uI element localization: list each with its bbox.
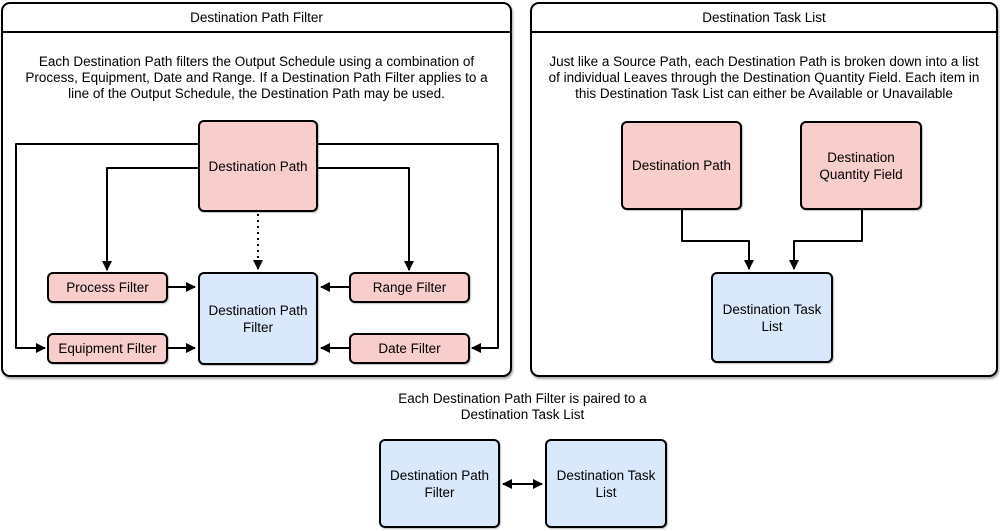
node-destination-path-filter: Destination Path Filter bbox=[198, 272, 318, 365]
node-date-filter: Date Filter bbox=[349, 333, 470, 364]
panel-description-destination-task-list: Just like a Source Path, each Destinatio… bbox=[548, 54, 980, 101]
node-equipment-filter: Equipment Filter bbox=[47, 333, 168, 364]
node-destination-quantity-field: Destination Quantity Field bbox=[800, 121, 922, 210]
node-range-filter: Range Filter bbox=[349, 272, 470, 303]
node-process-filter: Process Filter bbox=[47, 272, 168, 303]
node-destination-path-right: Destination Path bbox=[621, 121, 742, 210]
panel-title-destination-task-list: Destination Task List bbox=[532, 4, 996, 33]
node-destination-path: Destination Path bbox=[198, 120, 318, 212]
node-destination-task-list-footer: Destination Task List bbox=[545, 439, 667, 528]
panel-title-destination-path-filter: Destination Path Filter bbox=[3, 4, 510, 33]
panel-description-destination-path-filter: Each Destination Path filters the Output… bbox=[25, 54, 488, 101]
node-destination-task-list: Destination Task List bbox=[711, 272, 833, 363]
footer-caption: Each Destination Path Filter is paired t… bbox=[398, 391, 647, 422]
node-destination-path-filter-footer: Destination Path Filter bbox=[379, 439, 500, 528]
